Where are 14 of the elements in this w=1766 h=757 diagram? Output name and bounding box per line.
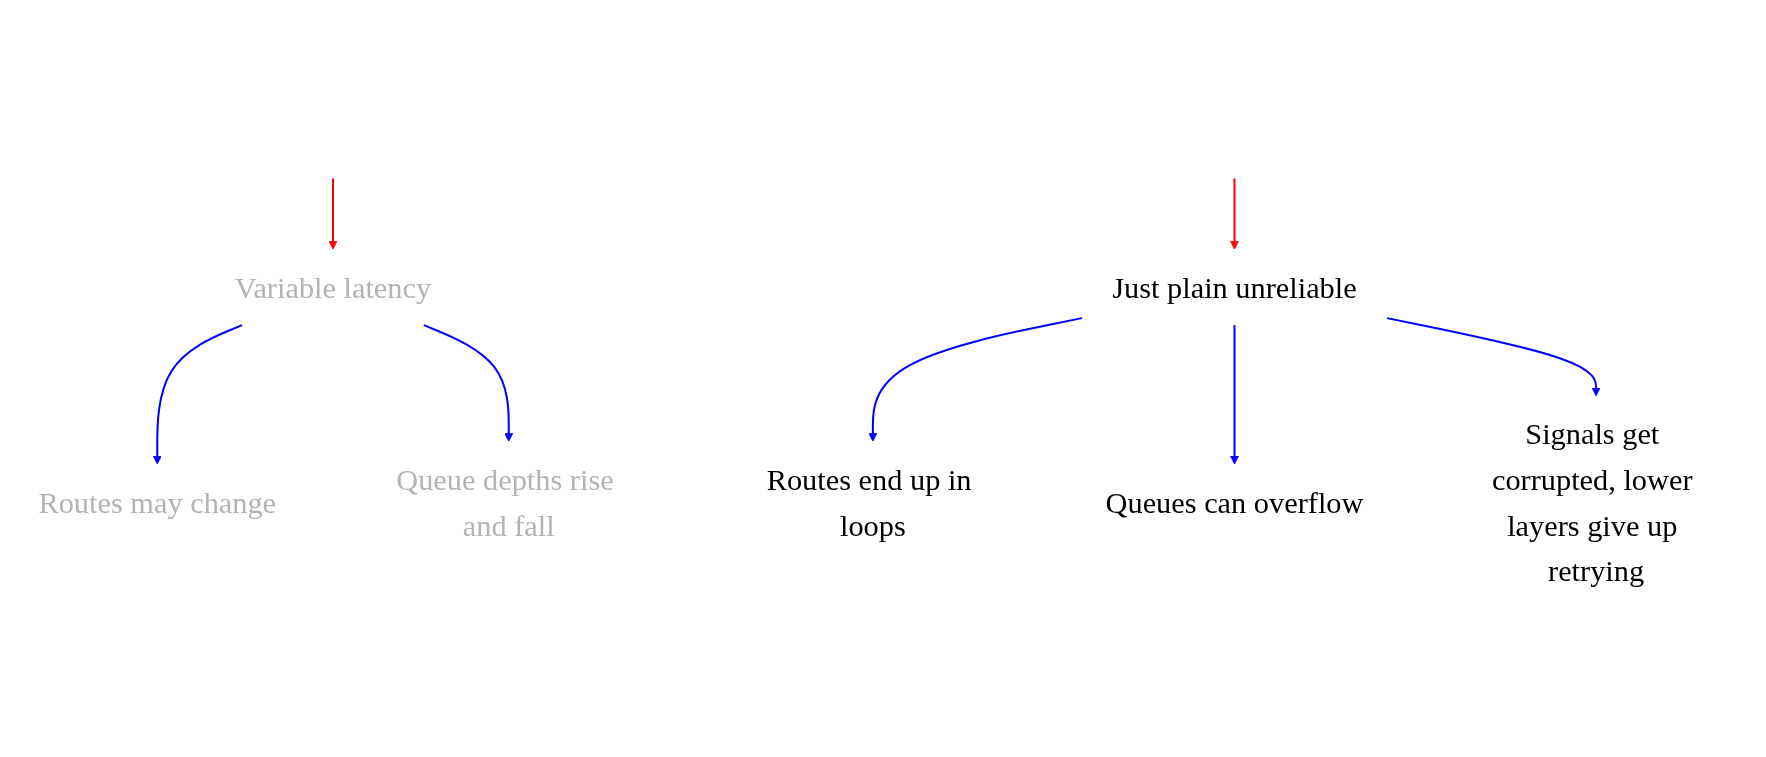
arrow	[868, 317, 1083, 443]
node-text: Routes may change	[38, 485, 277, 520]
node-text: Routes end up in loops	[766, 462, 972, 542]
arrow	[1230, 325, 1239, 465]
arrow	[328, 178, 338, 250]
node-text: Queue depths rise and fall	[396, 462, 614, 542]
node-text: Variable latency	[234, 270, 432, 305]
arrow	[1230, 178, 1239, 250]
node-text: Queues can overflow	[1105, 485, 1364, 520]
arrow	[423, 324, 514, 443]
node-text: Just plain unreliable	[1112, 270, 1357, 305]
arrow	[1386, 317, 1601, 397]
node-text: Signals get corrupted, lower layers give up retrying	[1491, 417, 1693, 588]
arrow	[152, 324, 243, 465]
